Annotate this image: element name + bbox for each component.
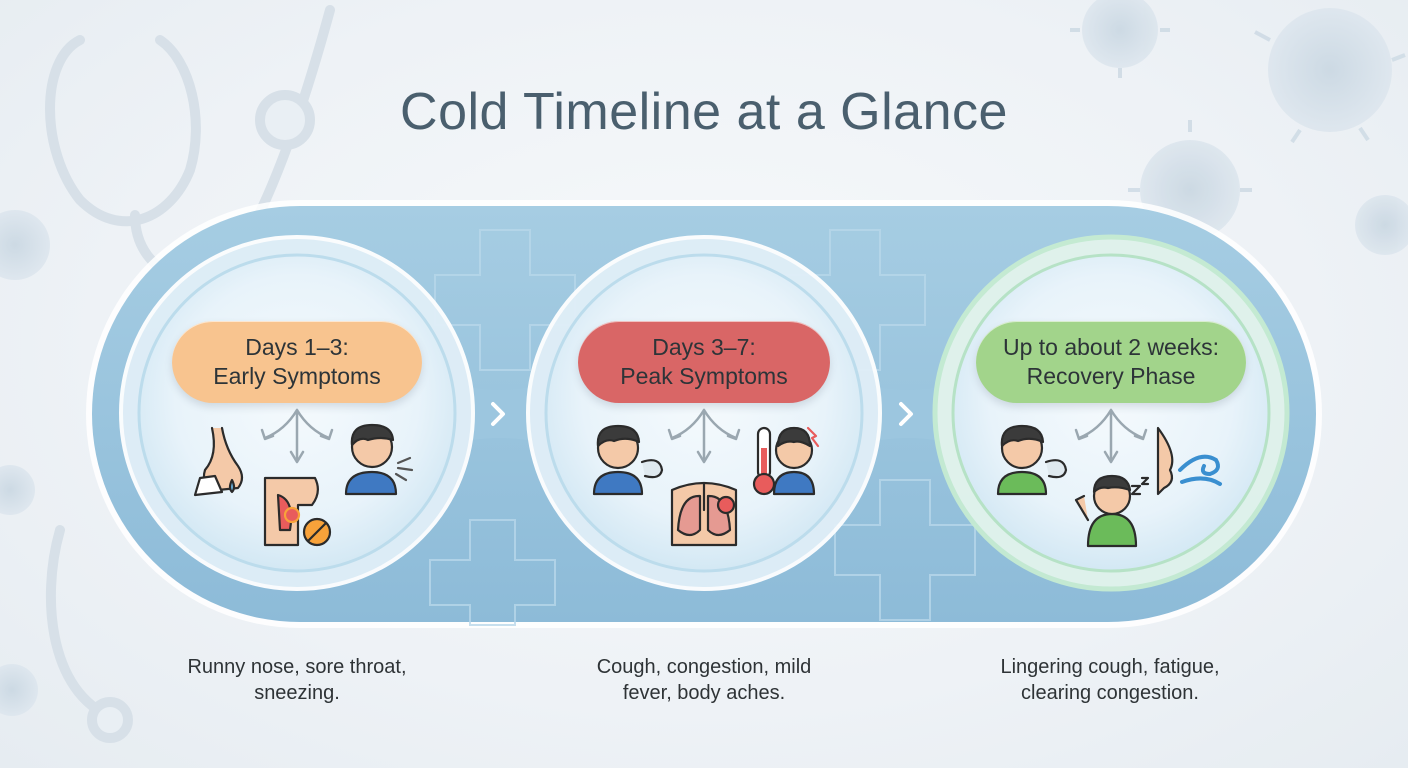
- stage-period: Days 3–7:: [652, 334, 756, 360]
- caption-line: Cough, congestion, mild: [596, 656, 812, 678]
- stage-period: Up to about 2 weeks:: [1002, 334, 1220, 360]
- clearing-nose-icon: [1156, 426, 1222, 496]
- sore-throat-icon: [263, 476, 332, 547]
- stage-recovery: Up to about 2 weeks: Recovery Phase: [961, 263, 1261, 563]
- stage-caption-early: Runny nose, sore throat, sneezing.: [137, 654, 457, 706]
- stage-caption-recovery: Lingering cough, fatigue, clearing conge…: [950, 654, 1270, 706]
- stage-peak: Days 3–7: Peak Symptoms: [554, 263, 854, 563]
- stage-label-pill: Days 1–3: Early Symptoms: [172, 321, 422, 403]
- tired-person-icon: [1074, 474, 1150, 548]
- stage-label-pill: Days 3–7: Peak Symptoms: [578, 321, 830, 403]
- sneezing-person-icon: [344, 423, 414, 496]
- chevron-right-icon: [899, 402, 913, 426]
- caption-line: clearing congestion.: [1021, 682, 1199, 704]
- branch-arrows-icon: [1074, 408, 1148, 464]
- stage-caption-peak: Cough, congestion, mild fever, body ache…: [544, 654, 864, 706]
- coughing-person-icon: [996, 424, 1068, 496]
- branch-arrows-icon: [260, 408, 334, 464]
- caption-line: sneezing.: [254, 682, 340, 704]
- stage-name: Early Symptoms: [213, 363, 381, 389]
- fever-thermometer-icon: [752, 426, 820, 496]
- caption-line: fever, body aches.: [622, 682, 786, 704]
- stage-label-pill: Up to about 2 weeks: Recovery Phase: [976, 321, 1246, 403]
- stage-period: Days 1–3:: [245, 334, 349, 360]
- lungs-icon: [670, 481, 738, 547]
- runny-nose-icon: [193, 426, 244, 497]
- stage-early: Days 1–3: Early Symptoms: [147, 263, 447, 563]
- branch-arrows-icon: [667, 408, 741, 464]
- caption-line: Lingering cough, fatigue,: [1000, 656, 1220, 678]
- page-title: Cold Timeline at a Glance: [400, 83, 1008, 141]
- caption-line: Runny nose, sore throat,: [187, 656, 407, 678]
- stage-name: Peak Symptoms: [620, 363, 788, 389]
- chevron-right-icon: [491, 402, 505, 426]
- stage-name: Recovery Phase: [1026, 363, 1196, 389]
- coughing-person-icon: [592, 424, 664, 496]
